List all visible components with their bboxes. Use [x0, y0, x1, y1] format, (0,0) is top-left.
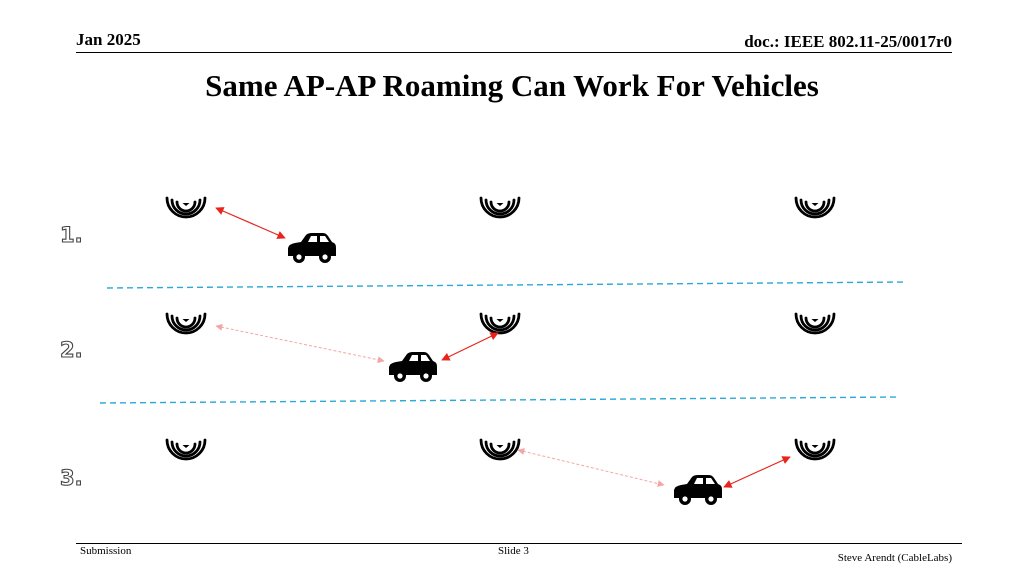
step-separator — [106, 281, 907, 289]
step-separator — [99, 396, 901, 404]
access-point-icon — [794, 438, 836, 461]
access-point-icon — [479, 438, 521, 461]
car-icon — [674, 475, 722, 505]
active-link-arrow — [723, 456, 791, 488]
car-icon — [389, 352, 437, 382]
header-date: Jan 2025 — [76, 30, 141, 49]
footer-author: Steve Arendt (CableLabs) — [837, 552, 952, 564]
access-point-icon — [794, 312, 836, 335]
header-doc-id: doc.: IEEE 802.11-25/0017r0 — [744, 32, 952, 51]
active-link-arrow — [441, 332, 499, 361]
step-3-label: 3. — [60, 466, 83, 490]
slide-title: Same AP-AP Roaming Can Work For Vehicles — [205, 68, 819, 103]
access-point-icon — [794, 196, 836, 219]
previous-link-arrow — [517, 448, 665, 487]
step-2-label: 2. — [60, 338, 83, 362]
car-icon — [288, 233, 336, 263]
access-point-icon — [165, 438, 207, 461]
previous-link-arrow — [215, 323, 385, 364]
access-point-icon — [165, 312, 207, 335]
footer-submission: Submission — [80, 545, 132, 557]
footer-slide-number: Slide 3 — [498, 545, 529, 557]
header-rule — [76, 52, 952, 53]
access-point-icon — [479, 312, 521, 335]
footer-rule — [76, 543, 962, 544]
active-link-arrow — [215, 207, 286, 239]
access-point-icon — [165, 196, 207, 219]
access-point-icon — [479, 196, 521, 219]
step-1-label: 1. — [60, 223, 83, 247]
